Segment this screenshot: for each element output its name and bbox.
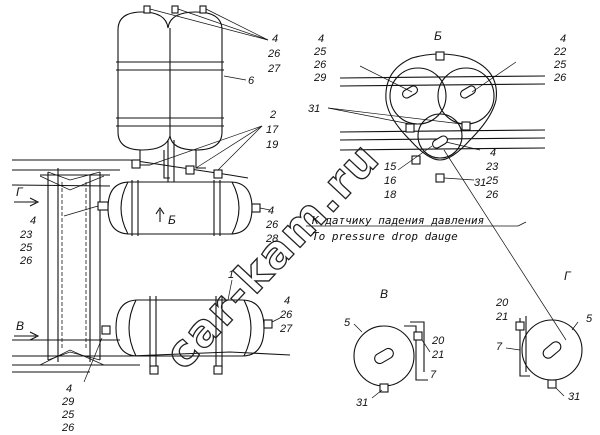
callout: 26 [265, 219, 279, 231]
bottom-left-leader [83, 337, 103, 383]
callout: 16 [384, 175, 397, 187]
callout: 4 [560, 33, 566, 45]
callout: 26 [279, 309, 293, 321]
callout: 21 [431, 349, 444, 361]
callout: 19 [266, 139, 278, 151]
callout: 4 [66, 383, 72, 395]
callout: 4 [30, 215, 36, 227]
view-b-title: Б [434, 29, 442, 43]
view-g [505, 316, 583, 397]
callout: 7 [496, 341, 503, 353]
callout: 29 [313, 72, 326, 84]
callout: 1 [228, 269, 234, 281]
callout: 25 [485, 175, 499, 187]
callout: 27 [279, 323, 293, 335]
callout: 18 [384, 189, 397, 201]
view-v [353, 321, 431, 399]
callout: 26 [19, 255, 33, 267]
upper-tank-leaders [149, 8, 269, 171]
callout: 31 [474, 177, 486, 189]
view-b [327, 51, 567, 341]
callout: 4 [318, 33, 324, 45]
callout: 2 [269, 109, 276, 121]
callout: 25 [553, 59, 567, 71]
callout: 5 [586, 313, 593, 325]
callout: 26 [313, 59, 327, 71]
callout: 26 [267, 48, 281, 60]
section-mark-v: В [16, 319, 24, 333]
callout: 25 [313, 46, 327, 58]
callout: 28 [265, 233, 279, 245]
note-en: To pressure drop dauge [312, 230, 458, 243]
callout: 31 [568, 391, 580, 403]
callout: 4 [272, 33, 278, 45]
view-v-title: В [380, 287, 388, 301]
callout: 6 [248, 75, 255, 87]
callout: 26 [61, 422, 75, 434]
callout: 29 [61, 396, 74, 408]
frame-cross-member [39, 168, 105, 366]
callout: 26 [553, 72, 567, 84]
mid-left-leader [63, 205, 99, 217]
callout: 22 [553, 46, 566, 58]
callout: 31 [308, 103, 320, 115]
callout: 7 [430, 369, 437, 381]
callout: 17 [266, 124, 279, 136]
callout: 5 [344, 317, 351, 329]
section-mark-g: Г [16, 185, 24, 199]
callout: 23 [19, 229, 33, 241]
callout: 25 [61, 409, 75, 421]
callout: 26 [485, 189, 499, 201]
callout: 15 [384, 161, 397, 173]
callout: 31 [356, 397, 368, 409]
callout: 23 [485, 161, 499, 173]
upper-tank-pair [116, 5, 224, 182]
lower-tank [101, 279, 281, 375]
callout: 20 [495, 297, 509, 309]
callout: 4 [268, 205, 274, 217]
middle-tank [97, 180, 271, 236]
callout: 20 [431, 335, 445, 347]
callout: 4 [490, 147, 496, 159]
section-arrows [14, 197, 40, 341]
callout: 25 [19, 242, 33, 254]
callout: 21 [495, 311, 508, 323]
view-g-title: Г [564, 269, 572, 283]
callout: 4 [284, 295, 290, 307]
callout: 27 [267, 63, 281, 75]
pressure-note-leader [306, 221, 527, 227]
note-ru: К датчику падения давления [311, 214, 484, 227]
section-mark-b: Б [168, 213, 176, 227]
